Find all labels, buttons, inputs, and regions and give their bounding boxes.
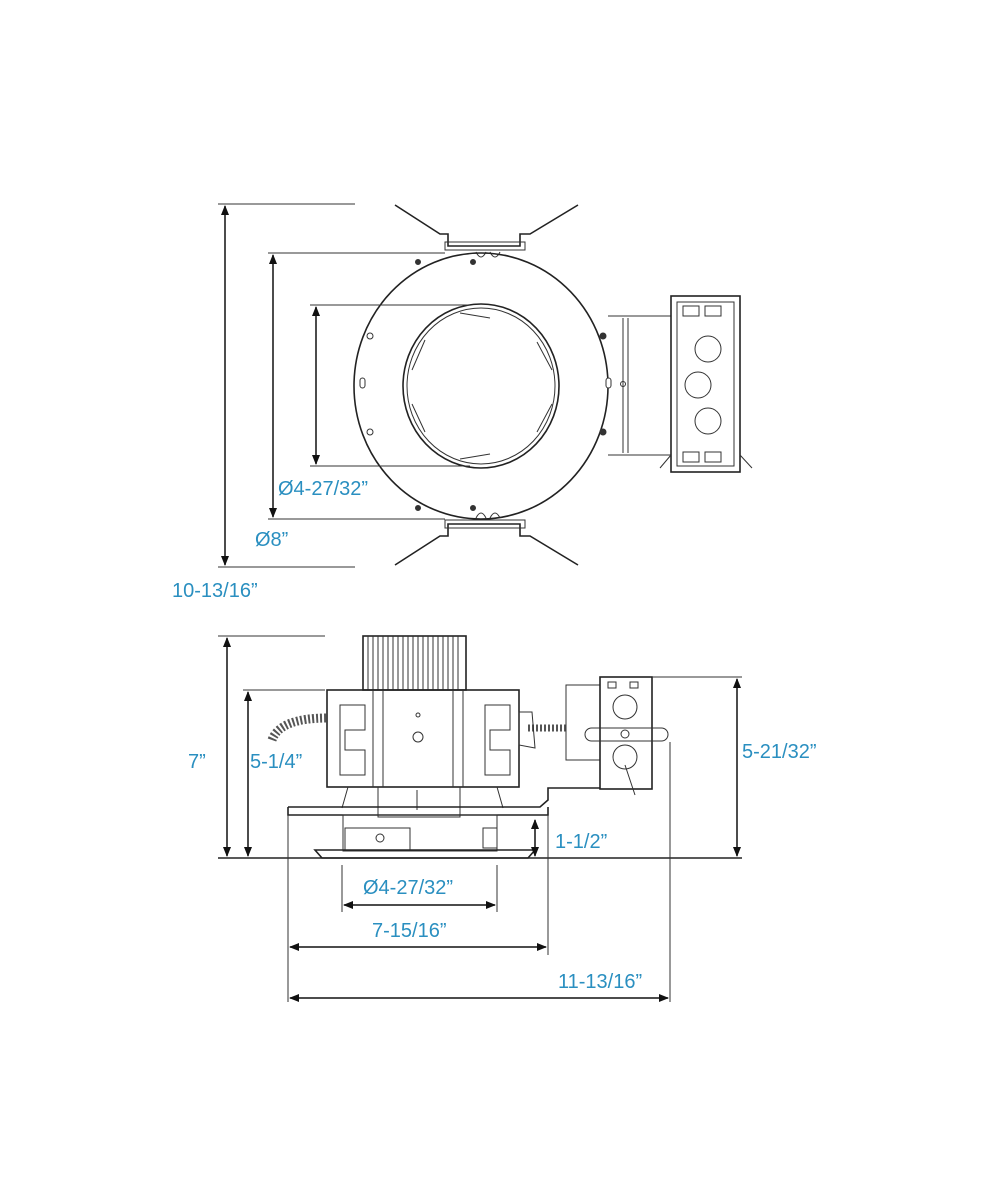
mounting-holes: [359, 259, 626, 511]
driver-housing: [326, 689, 520, 818]
junction-box-side: [565, 676, 669, 796]
top-view: Ø4-27/32” Ø8” 10-13/16”: [172, 203, 753, 602]
heatsink: [362, 635, 467, 691]
junction-box-top: [659, 295, 753, 473]
dim-aperture-top: [310, 304, 470, 467]
dim-junction-box-height: [652, 676, 742, 857]
label-aperture-diameter-top: Ø4-27/32”: [278, 478, 368, 500]
label-trim-depth: 1-1/2”: [555, 831, 607, 853]
dim-overall-height-top: [218, 203, 355, 568]
label-overall-height-top: 10-13/16”: [172, 580, 258, 602]
label-overall-height-side: 7”: [188, 751, 206, 773]
mounting-bracket-top: [394, 204, 579, 258]
mounting-plate: [287, 787, 600, 816]
mounting-bracket-bottom: [394, 512, 579, 566]
dim-aperture-side: [341, 865, 498, 912]
dim-outer-diameter: [268, 252, 445, 520]
dim-plate-width: [287, 815, 549, 1002]
label-housing-height: 5-1/4”: [250, 751, 302, 773]
connector-bar: [608, 315, 671, 456]
dim-housing-height: [243, 689, 325, 857]
aperture-clips: [411, 312, 553, 460]
side-view: 7” 5-1/4” 5-21/32” 1-1/2” Ø4-27/32” 7-15…: [188, 635, 817, 1002]
label-aperture-diameter-side: Ø4-27/32”: [363, 877, 453, 899]
trim-housing: [313, 814, 537, 859]
dim-overall-height-side: [218, 635, 325, 857]
label-plate-width: 7-15/16”: [372, 920, 447, 942]
label-overall-width: 11-13/16”: [558, 971, 642, 993]
dim-overall-width: [289, 742, 671, 1002]
label-outer-diameter: Ø8”: [255, 529, 288, 551]
label-junction-box-height: 5-21/32”: [742, 741, 817, 763]
trim-ring-outer: [353, 252, 609, 520]
flex-conduit: [267, 711, 566, 749]
aperture-ring: [402, 303, 560, 469]
